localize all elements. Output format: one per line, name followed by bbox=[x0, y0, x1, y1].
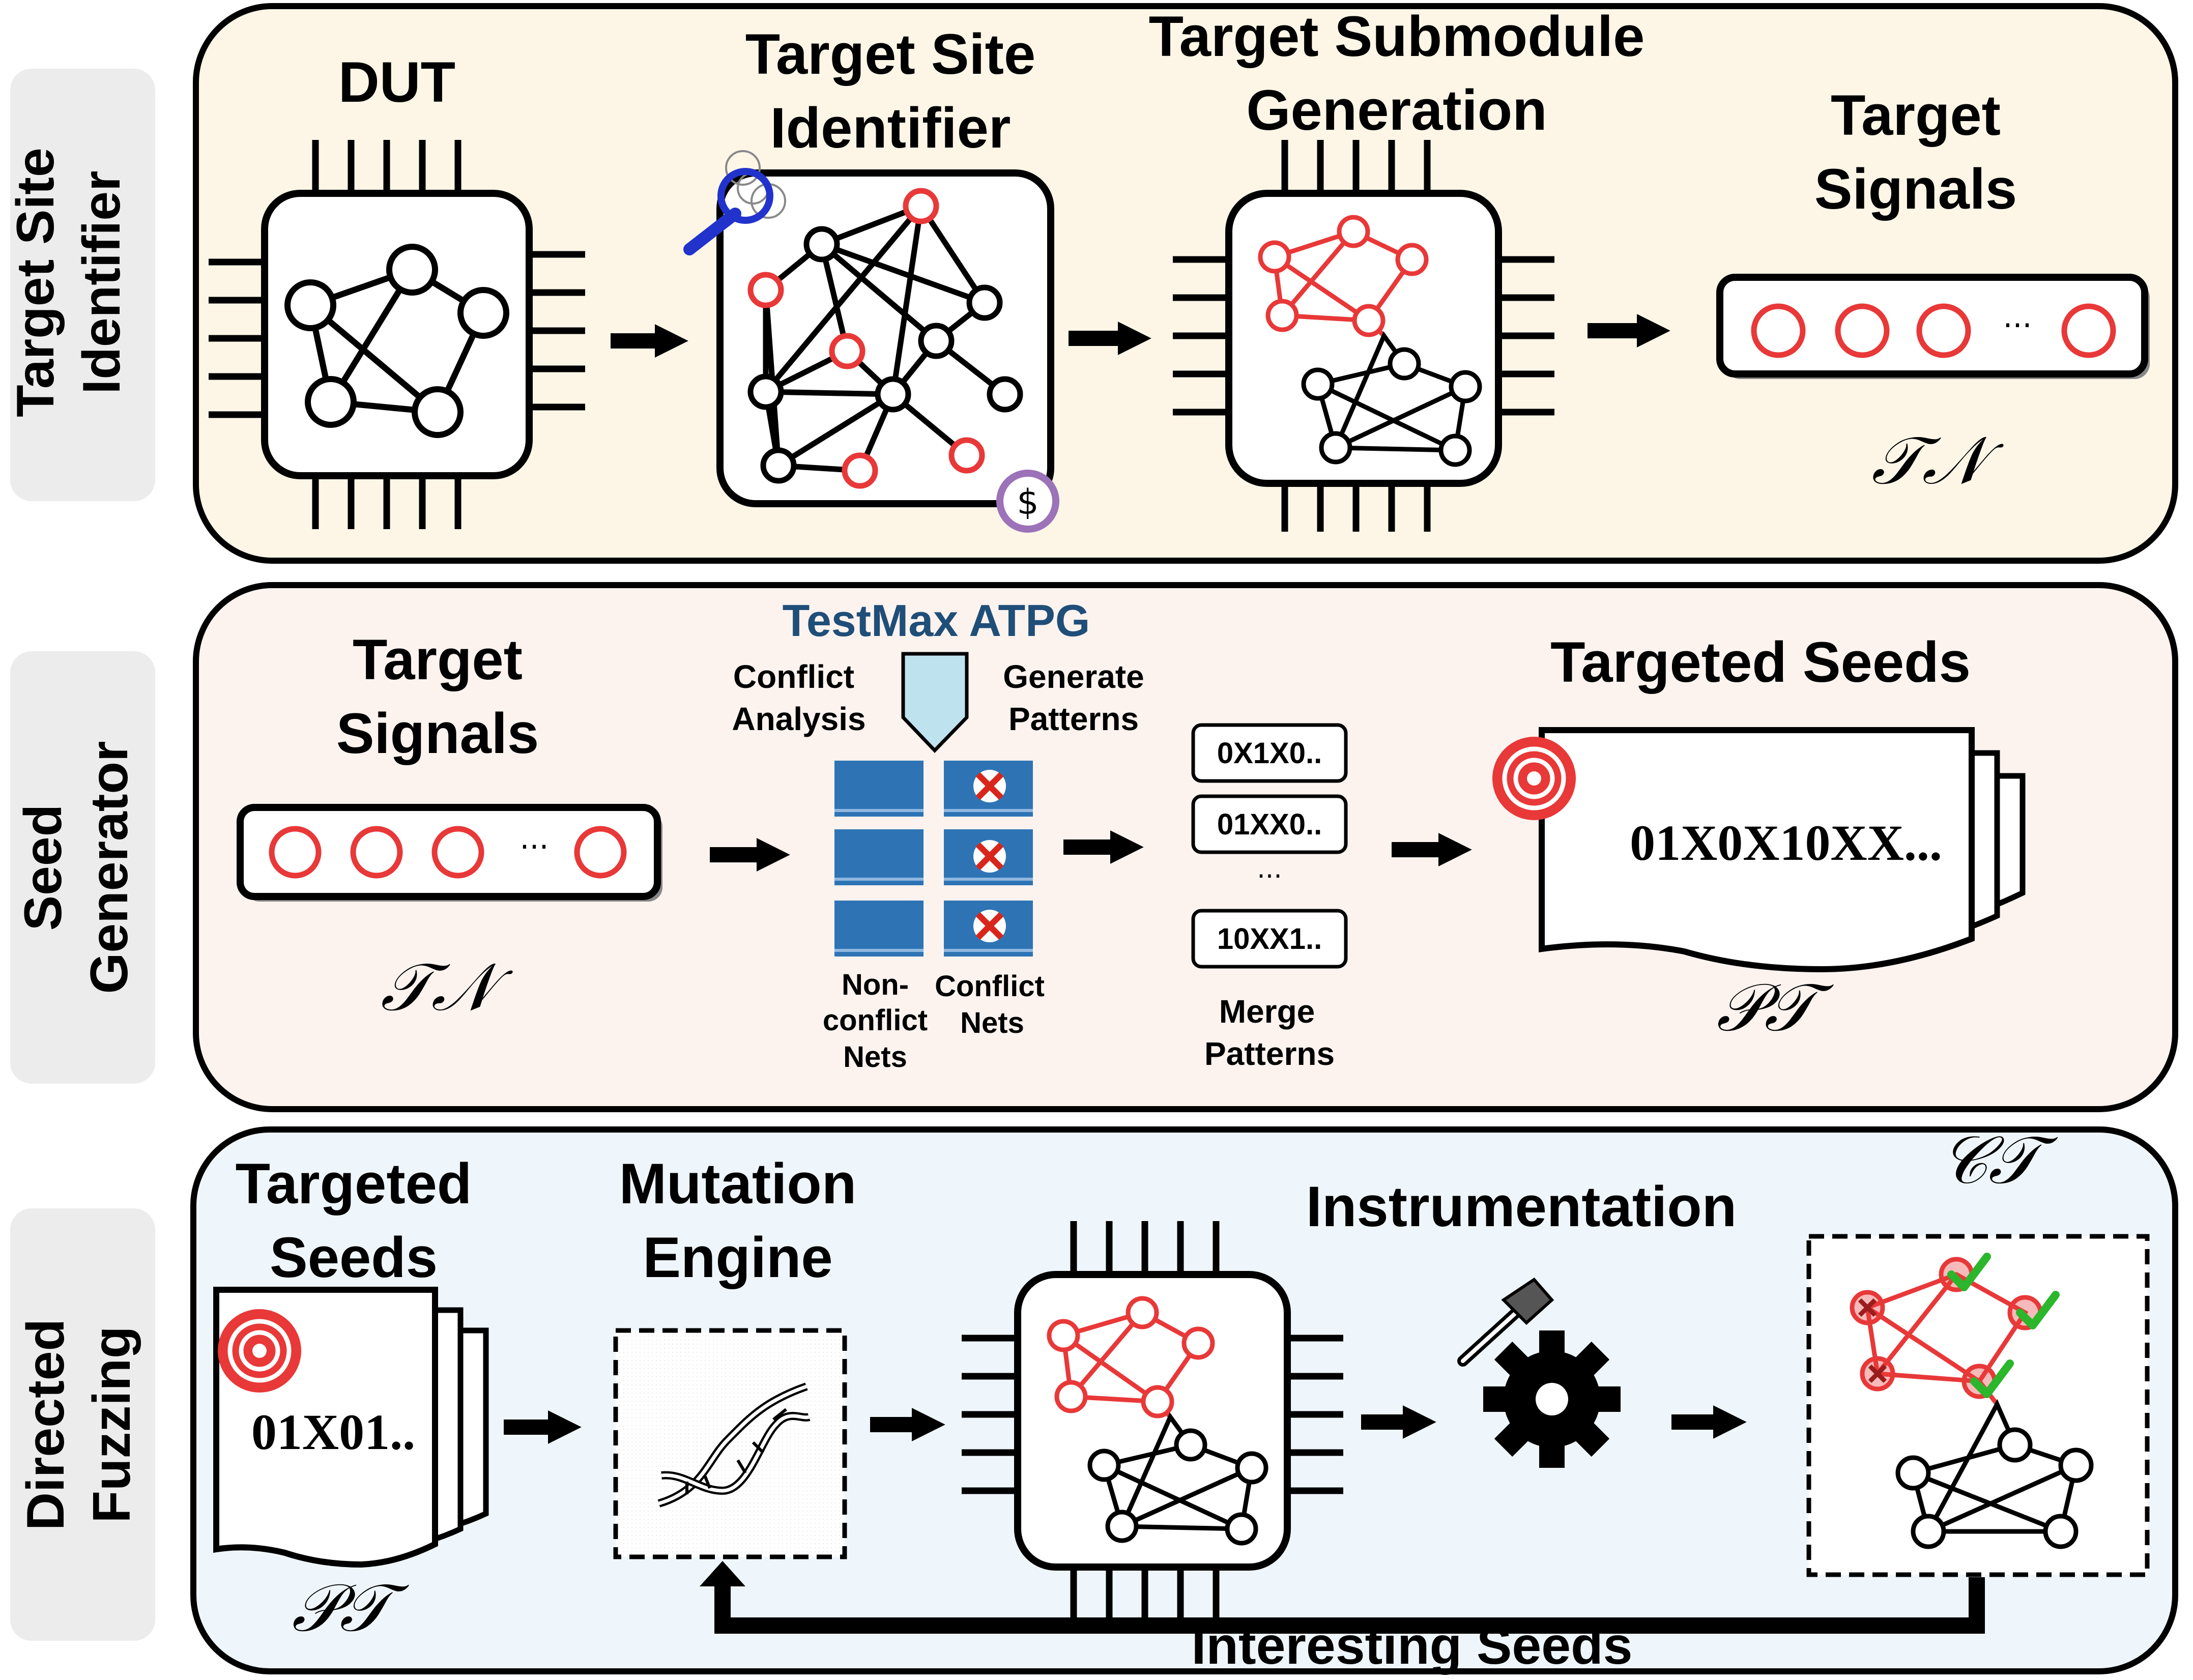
atpg-tool-title: TestMax ATPG bbox=[783, 595, 1090, 646]
gear-icon bbox=[1483, 1330, 1621, 1468]
nonconflict-label-line1: Non- bbox=[842, 968, 909, 1001]
pattern-item: 10XX1.. bbox=[1217, 922, 1322, 955]
tsg-title-line2: Generation bbox=[1246, 78, 1547, 142]
targeted-seeds-line1: Targeted bbox=[236, 1152, 472, 1215]
pattern-list: 0X1X0.. 01XX0.. ··· 10XX1.. bbox=[1191, 723, 1348, 969]
dut-title: DUT bbox=[338, 50, 455, 114]
target-bullseye-icon bbox=[1492, 737, 1576, 820]
targeted-seeds-line2: Seeds bbox=[270, 1226, 438, 1289]
target-signals-bar: ··· bbox=[237, 804, 662, 902]
signals-symbol: 𝒯𝒩 bbox=[381, 948, 513, 1026]
conflict-nets-label-line2: Nets bbox=[960, 1006, 1024, 1039]
seeds-symbol: 𝒫𝒯 bbox=[1716, 969, 1834, 1046]
tab-label-line1: Seed bbox=[14, 804, 73, 931]
merge-label-line1: Merge bbox=[1219, 993, 1315, 1030]
submodule-chip bbox=[1173, 140, 1554, 532]
magnifier-icon bbox=[683, 150, 786, 255]
panel-directed-fuzzing: Targeted Seeds 01X01.. 𝒫𝒯 Mutation Engin… bbox=[190, 1121, 2178, 1675]
target-bullseye-icon bbox=[218, 1309, 301, 1393]
tab-directed-fuzzing: Directed Fuzzing bbox=[10, 1208, 155, 1641]
signals-ellipsis: ··· bbox=[2003, 308, 2032, 343]
tsi-graph-box: $ bbox=[683, 150, 1059, 533]
tab-label-line2: Fuzzing bbox=[82, 1326, 141, 1523]
covered-check-icon bbox=[1947, 1253, 2060, 1398]
generate-patterns-line2: Patterns bbox=[1008, 701, 1139, 737]
pattern-item: 0X1X0.. bbox=[1217, 737, 1322, 770]
uncovered-x-icon bbox=[1858, 1298, 1887, 1383]
coverage-symbol: 𝒞𝒯 bbox=[1940, 1121, 2058, 1199]
signals-ellipsis: ··· bbox=[520, 829, 549, 865]
targeted-seeds-title: Targeted Seeds bbox=[1550, 630, 1971, 694]
seed-documents: 01X0X10XX... bbox=[1539, 727, 2026, 973]
tab-label-line2: Identifier bbox=[72, 170, 131, 394]
funnel-chevron-icon bbox=[901, 652, 969, 754]
hammer-icon bbox=[1457, 1278, 1554, 1367]
nonconflict-nets-blocks bbox=[834, 761, 924, 957]
tsi-title-line1: Target Site bbox=[745, 22, 1036, 86]
instrumentation-title: Instrumentation bbox=[1306, 1175, 1737, 1238]
signals-symbol: 𝒯𝒩 bbox=[1871, 422, 2004, 499]
tsi-title-line2: Identifier bbox=[770, 96, 1011, 160]
interesting-seeds-label: Interesting Seeds bbox=[1192, 1616, 1633, 1675]
seed-text: 01X01.. bbox=[251, 1404, 415, 1460]
conflict-analysis-line1: Conflict bbox=[733, 658, 854, 695]
coverage-box bbox=[1806, 1234, 2150, 1577]
pattern-item: 01XX0.. bbox=[1217, 808, 1322, 841]
tab-label-line1: Target Site bbox=[6, 148, 65, 417]
dut-chip bbox=[209, 140, 585, 529]
conflict-nets-label-line1: Conflict bbox=[935, 970, 1045, 1003]
tsg-title-line1: Target Submodule bbox=[1149, 5, 1645, 68]
signals-title-line1: Target bbox=[353, 628, 523, 691]
dna-icon bbox=[657, 1382, 811, 1508]
generate-patterns-line1: Generate bbox=[1003, 658, 1144, 695]
tab-seed-generator: Seed Generator bbox=[10, 651, 155, 1084]
signals-title-line1: Target bbox=[1831, 83, 2001, 147]
tab-label-line1: Directed bbox=[16, 1319, 75, 1530]
seeds-symbol: 𝒫𝒯 bbox=[292, 1569, 409, 1646]
tab-label-line2: Generator bbox=[80, 741, 139, 994]
seed-text: 01X0X10XX... bbox=[1630, 815, 1942, 871]
signals-title-line2: Signals bbox=[1814, 157, 2017, 221]
cost-dollar-icon: $ bbox=[996, 470, 1059, 533]
conflict-x-icon bbox=[973, 770, 1006, 942]
panel-seed-generator: Target Signals ··· 𝒯𝒩 TestMax ATPG Confl… bbox=[193, 582, 2178, 1112]
panel-target-site-identifier: DUT Target Site Identifier bbox=[193, 3, 2178, 564]
tab-target-site-identifier: Target Site Identifier bbox=[6, 69, 155, 501]
feedback-loop-arrow bbox=[700, 1561, 1985, 1634]
conflict-analysis-line2: Analysis bbox=[732, 701, 865, 737]
mutation-engine-box bbox=[613, 1328, 847, 1559]
mutation-engine-line1: Mutation bbox=[619, 1152, 857, 1215]
mutation-engine-line2: Engine bbox=[643, 1226, 832, 1289]
pattern-ellipsis: ··· bbox=[1257, 861, 1282, 892]
instrumented-chip bbox=[962, 1221, 1343, 1618]
target-signals-bar: ··· bbox=[1716, 274, 2150, 379]
nonconflict-label-line2: conflict bbox=[823, 1004, 928, 1037]
nonconflict-label-line3: Nets bbox=[843, 1040, 907, 1074]
svg-text:$: $ bbox=[1017, 482, 1038, 523]
signals-title-line2: Signals bbox=[336, 702, 539, 765]
merge-label-line2: Patterns bbox=[1204, 1035, 1335, 1072]
conflict-nets-blocks bbox=[944, 761, 1033, 957]
